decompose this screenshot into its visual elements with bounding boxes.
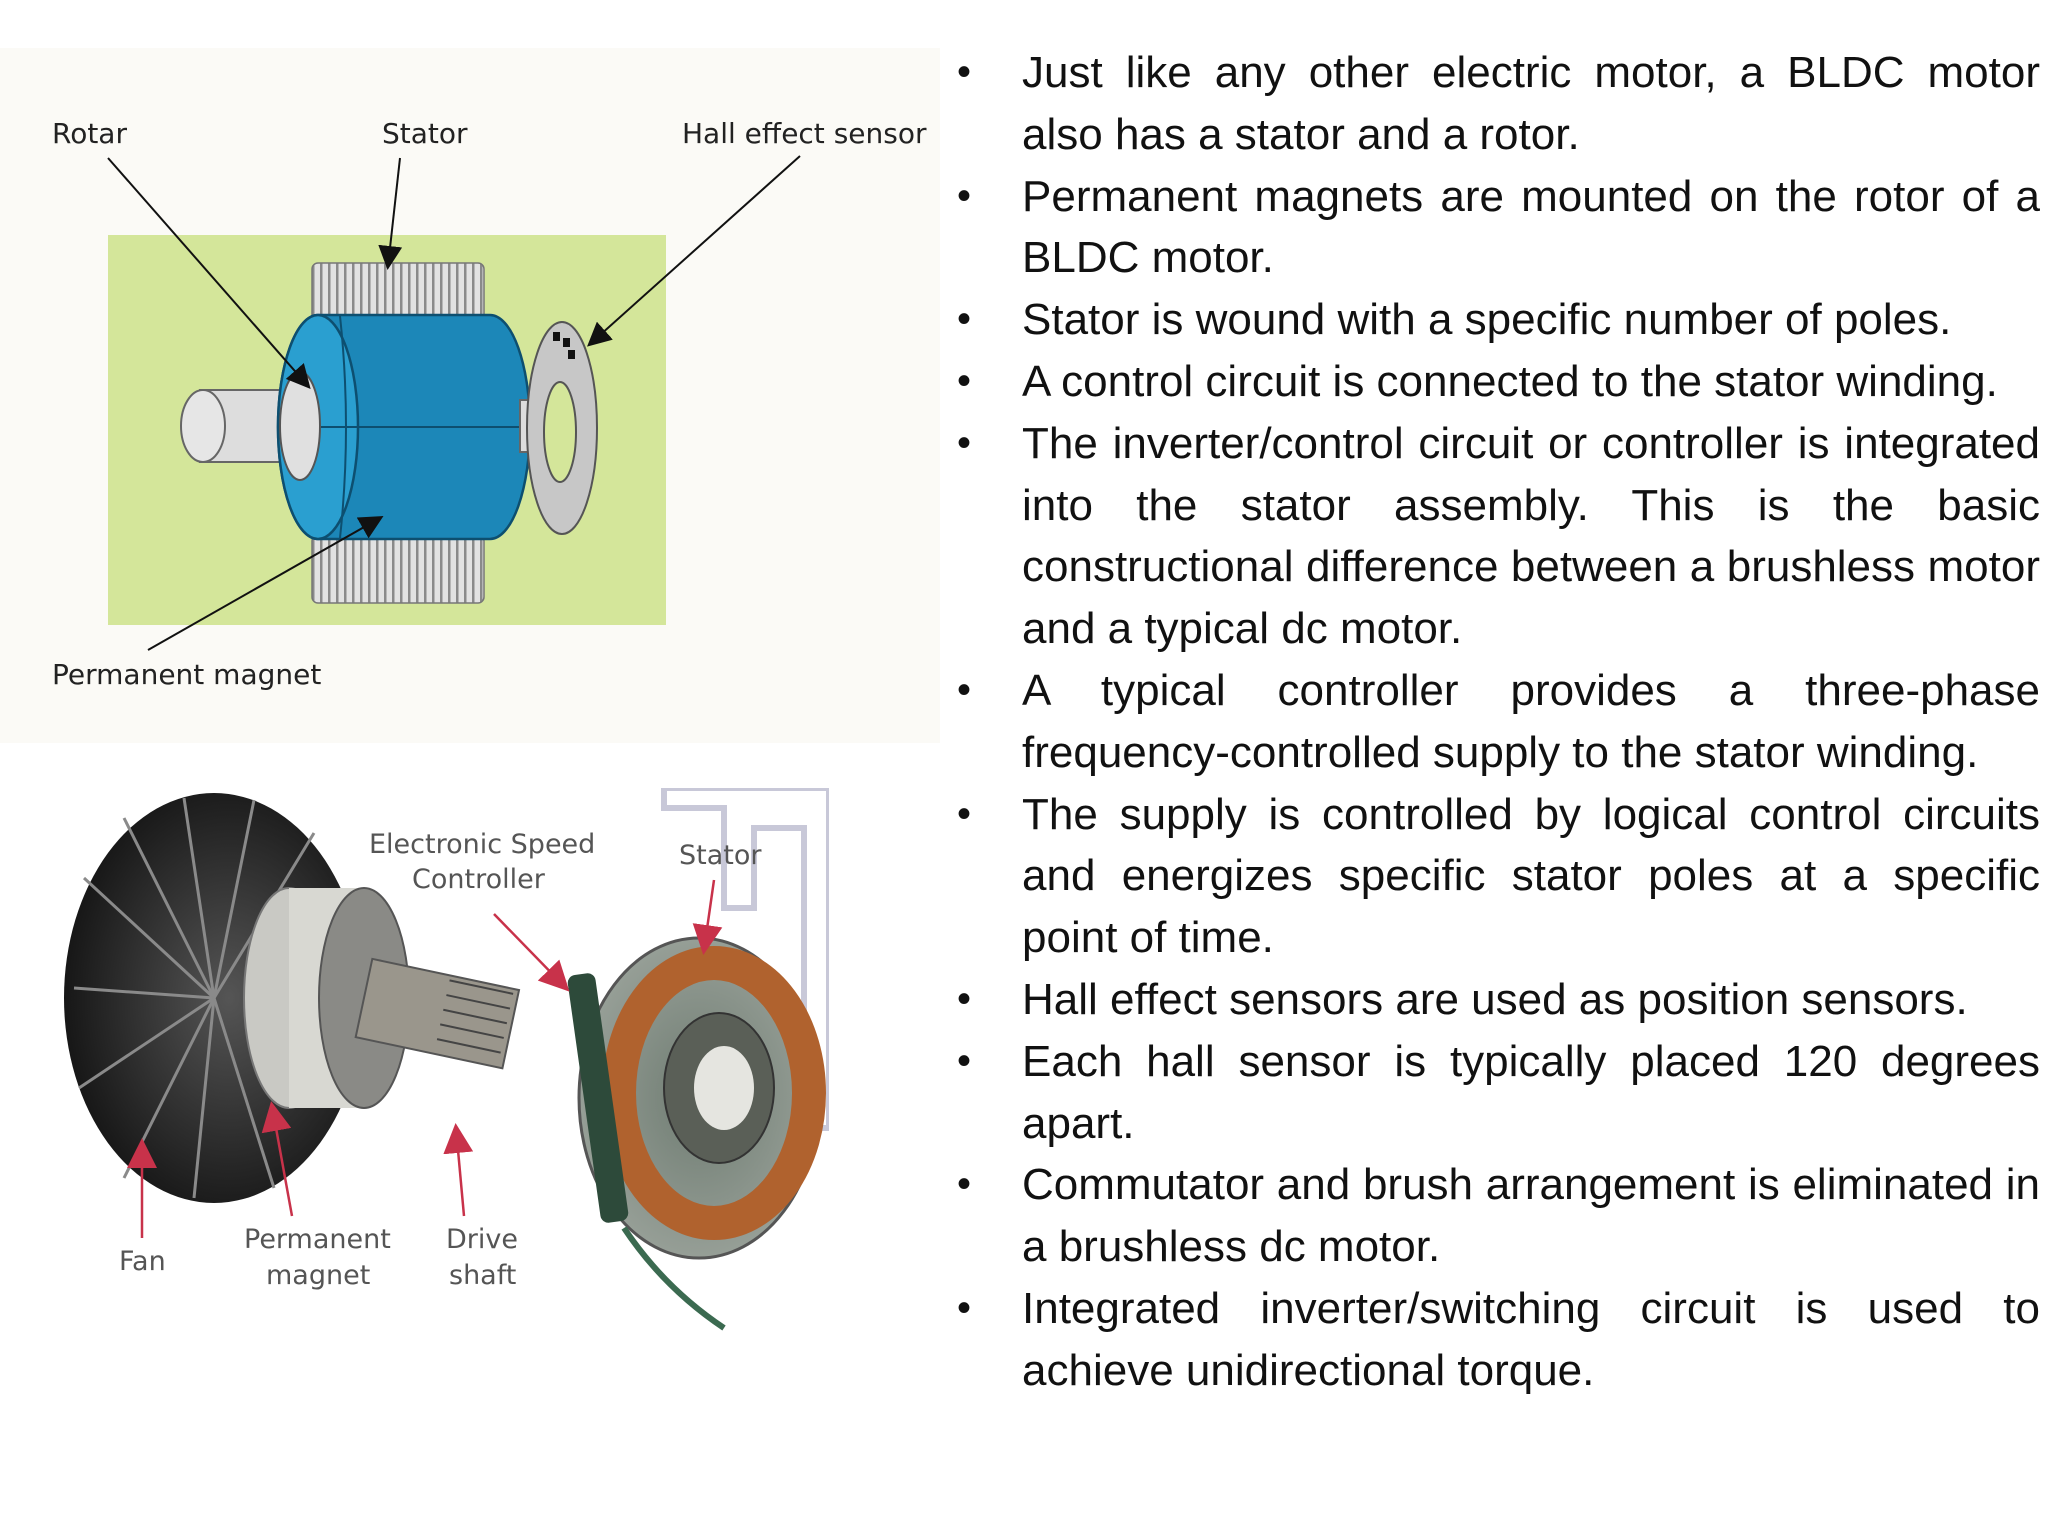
rotor-inner-ring (279, 371, 321, 481)
shaft-splines (436, 979, 514, 1054)
arrow-permanent-magnet (147, 516, 384, 651)
bullet-item: Stator is wound with a specific number o… (955, 289, 2040, 351)
rotor-seam-curve (339, 315, 347, 539)
label-hall-sensor: Hall effect sensor (682, 117, 927, 150)
arrow-stator (378, 157, 403, 270)
bullet-item: Each hall sensor is typically placed 120… (955, 1031, 2040, 1155)
stator-winding-bottom (311, 534, 485, 604)
label-magnet-line2: magnet (266, 1260, 370, 1291)
hall-sensor-hole (543, 381, 577, 483)
shaft-end (180, 389, 226, 463)
label-shaft-line2: shaft (449, 1260, 516, 1291)
arrow-hall-sensor (587, 155, 801, 347)
bldc-parts-svg: Electronic Speed Controller Stator Fan P… (64, 788, 829, 1331)
arrow-shaft (443, 1123, 474, 1217)
label-stator: Stator (382, 117, 468, 150)
label-esc-line1: Electronic Speed (369, 829, 595, 860)
red-arrows (127, 879, 723, 1238)
arrow-esc (493, 913, 570, 992)
label-magnet-line1: Permanent (244, 1224, 391, 1255)
bldc-schematic-figure: Rotar Stator Hall effect sensor Permanen… (0, 48, 940, 743)
background-bracket (661, 788, 829, 1131)
arrow-rotor (107, 157, 311, 390)
controller-board (567, 973, 629, 1223)
label-stator: Stator (679, 840, 762, 871)
bullet-item: Permanent magnets are mounted on the rot… (955, 166, 2040, 290)
bullet-item: The inverter/control circuit or controll… (955, 413, 2040, 660)
stator-wires (621, 1226, 726, 1331)
stator-bore (694, 1046, 754, 1130)
stator-windings (602, 946, 826, 1240)
label-rotor: Rotar (52, 117, 127, 150)
bullet-item: Commutator and brush arrangement is elim… (955, 1154, 2040, 1278)
label-esc-line2: Controller (412, 864, 546, 895)
bullet-item: Just like any other electric motor, a BL… (955, 42, 2040, 166)
fan-blades (73, 797, 316, 1199)
bldc-parts-figure: Electronic Speed Controller Stator Fan P… (64, 788, 829, 1358)
bullet-item: Integrated inverter/switching circuit is… (955, 1278, 2040, 1402)
bullet-item: A control circuit is connected to the st… (955, 351, 2040, 413)
hall-sensor-chip-1 (553, 332, 560, 341)
arrow-magnet (261, 1101, 294, 1217)
bldc-schematic-svg: Rotar Stator Hall effect sensor Permanen… (52, 117, 927, 691)
bullet-item: A typical controller provides a three-ph… (955, 660, 2040, 784)
bullet-list: Just like any other electric motor, a BL… (955, 42, 2040, 1402)
arrow-stator (692, 879, 723, 955)
label-shaft-line1: Drive (446, 1224, 518, 1255)
label-fan: Fan (119, 1246, 166, 1277)
label-permanent-magnet: Permanent magnet (52, 658, 321, 691)
hall-sensor-chip-2 (563, 338, 570, 347)
bullet-item: The supply is controlled by logical cont… (955, 784, 2040, 969)
hall-sensor-chip-3 (568, 350, 575, 359)
bullet-item: Hall effect sensors are used as position… (955, 969, 2040, 1031)
